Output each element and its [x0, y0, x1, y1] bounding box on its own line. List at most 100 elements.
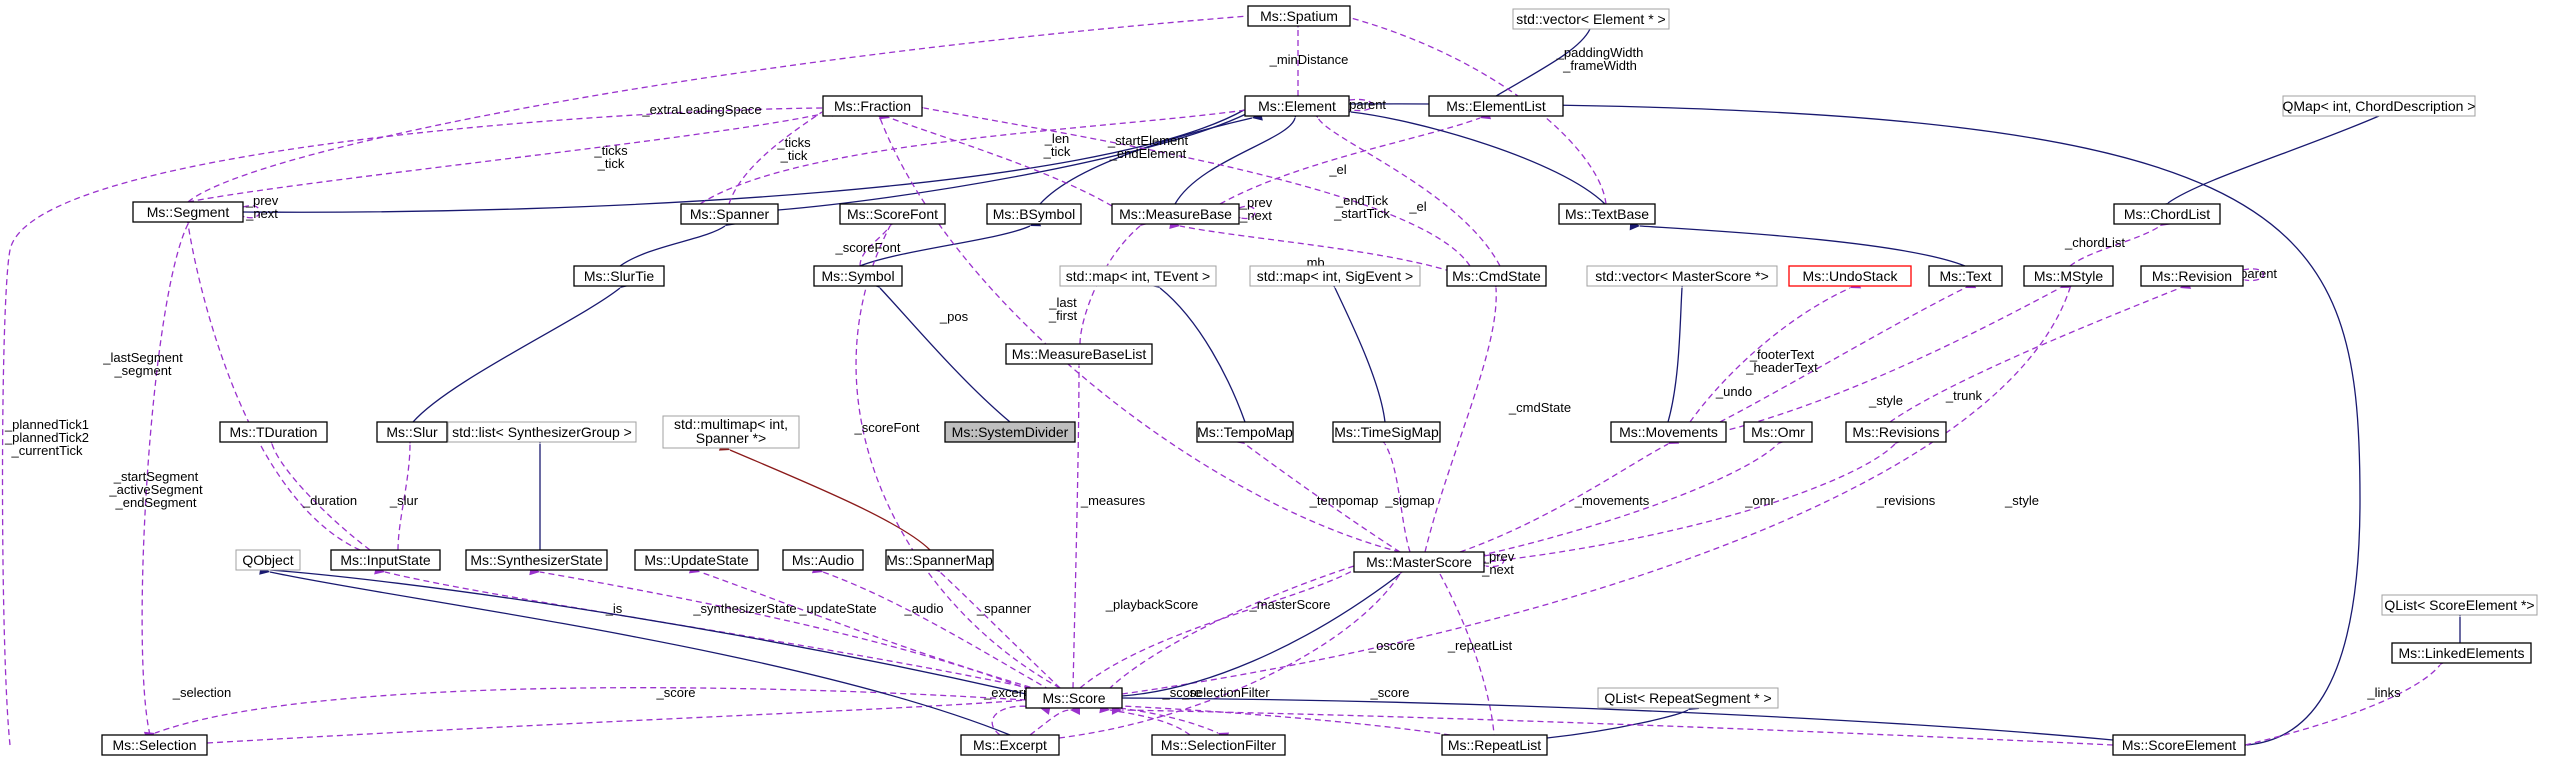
- edge-bsymbolToElement: [1039, 110, 1263, 205]
- node-undoStack[interactable]: Ms::UndoStack: [1788, 265, 1912, 287]
- edge-label: _prev: [1481, 549, 1515, 564]
- node-fraction[interactable]: Ms::Fraction: [822, 95, 923, 117]
- node-element[interactable]: Ms::Element: [1244, 95, 1350, 117]
- edge-updateState: [688, 563, 1041, 691]
- edge-cmdState: [1424, 277, 1501, 553]
- node-label: std::map< int, TEvent >: [1066, 268, 1210, 284]
- node-systemDivider[interactable]: Ms::SystemDivider: [944, 421, 1076, 443]
- edge-label: _currentTick: [10, 443, 83, 458]
- node-box: [1558, 203, 1656, 225]
- node-qmapChord[interactable]: QMap< int, ChordDescription >: [2282, 95, 2476, 117]
- node-vecMasterScore[interactable]: std::vector< MasterScore *>: [1586, 265, 1778, 287]
- node-label: Ms::Score: [1042, 690, 1105, 706]
- node-box: [465, 549, 608, 571]
- edge-line: [859, 217, 1042, 267]
- node-mapSigEvent[interactable]: std::map< int, SigEvent >: [1249, 265, 1421, 287]
- edge-partScore: [1029, 704, 1081, 736]
- node-tduration[interactable]: Ms::TDuration: [219, 421, 328, 443]
- node-score[interactable]: Ms::Score: [1025, 687, 1123, 709]
- edge-line: [2156, 115, 2380, 213]
- node-linkedElements[interactable]: Ms::LinkedElements: [2391, 642, 2532, 664]
- node-spanner[interactable]: Ms::Spanner: [680, 203, 779, 225]
- edge-audio: [811, 563, 1051, 691]
- edge-label: _slur: [389, 493, 419, 508]
- node-excerpt[interactable]: Ms::Excerpt: [960, 734, 1060, 756]
- node-multimap[interactable]: std::multimap< int,Spanner *>: [662, 415, 800, 449]
- node-cmdState[interactable]: Ms::CmdState: [1446, 265, 1547, 287]
- node-label: Spanner *>: [696, 430, 766, 446]
- node-box: [1512, 8, 1670, 30]
- node-box: [1005, 343, 1153, 365]
- node-measureBase[interactable]: Ms::MeasureBase: [1111, 203, 1240, 225]
- node-slur[interactable]: Ms::Slur: [376, 421, 448, 443]
- node-updateState[interactable]: Ms::UpdateState: [634, 549, 759, 571]
- edge-movStyle: [1719, 278, 2072, 433]
- edge-footer: [1719, 279, 1977, 423]
- edge-line: [143, 687, 1027, 742]
- node-mstyle[interactable]: Ms::MStyle: [2023, 265, 2114, 287]
- edge-el1: [1219, 109, 1492, 205]
- node-box: [782, 549, 864, 571]
- edge-movToVec: [1667, 277, 1688, 423]
- node-bsymbol[interactable]: Ms::BSymbol: [986, 203, 1082, 225]
- node-qlistRepeat[interactable]: QList< RepeatSegment * >: [1597, 687, 1779, 709]
- edge-label: _el: [1408, 199, 1426, 214]
- node-box: [1196, 421, 1294, 443]
- node-synthState[interactable]: Ms::SynthesizerState: [465, 549, 608, 571]
- node-inputState[interactable]: Ms::InputState: [330, 549, 441, 571]
- node-masterScore[interactable]: Ms::MasterScore: [1353, 551, 1485, 573]
- edge-line: [2234, 268, 2264, 284]
- node-mapTEvent[interactable]: std::map< int, TEvent >: [1059, 265, 1217, 287]
- node-segment[interactable]: Ms::Segment: [132, 201, 244, 223]
- edge-labels-layer: _minDistance_parent_paddingWidth_frameWi…: [4, 45, 2401, 700]
- node-timeSigMap[interactable]: Ms::TimeSigMap: [1332, 421, 1441, 443]
- node-label: Ms::SystemDivider: [952, 424, 1069, 440]
- node-tempoMap[interactable]: Ms::TempoMap: [1196, 421, 1294, 443]
- edge-line: [869, 277, 1011, 423]
- node-box: [885, 549, 994, 571]
- node-vecElement[interactable]: std::vector< Element * >: [1512, 8, 1670, 30]
- node-listSynth[interactable]: std::list< SynthesizerGroup >: [447, 421, 637, 443]
- node-scoreElement[interactable]: Ms::ScoreElement: [2112, 734, 2246, 756]
- edge-line: [259, 564, 1027, 695]
- edge-line: [187, 107, 833, 203]
- edge-spannerMapToMM: [718, 441, 931, 551]
- node-audio[interactable]: Ms::Audio: [782, 549, 864, 571]
- edge-line: [1119, 707, 1230, 742]
- node-movements[interactable]: Ms::Movements: [1610, 421, 1727, 443]
- node-slurTie[interactable]: Ms::SlurTie: [573, 265, 665, 287]
- node-elementList[interactable]: Ms::ElementList: [1428, 95, 1564, 117]
- edge-synthState: [529, 565, 1031, 691]
- node-selectionFilter[interactable]: Ms::SelectionFilter: [1151, 734, 1286, 756]
- edge-mbPrevNext: [1230, 205, 1256, 221]
- node-revision[interactable]: Ms::Revision: [2140, 265, 2244, 287]
- node-box: [2140, 265, 2244, 287]
- edge-label: _tick: [597, 156, 625, 171]
- node-spatium[interactable]: Ms::Spatium: [1247, 5, 1351, 27]
- node-omr[interactable]: Ms::Omr: [1743, 421, 1813, 443]
- node-revisions[interactable]: Ms::Revisions: [1845, 421, 1947, 443]
- node-textBase[interactable]: Ms::TextBase: [1558, 203, 1656, 225]
- node-symbol[interactable]: Ms::Symbol: [813, 265, 903, 287]
- node-qobject[interactable]: QObject: [235, 549, 301, 571]
- node-qlistScoreElem[interactable]: QList< ScoreElement *>: [2381, 594, 2538, 616]
- node-spannerMap[interactable]: Ms::SpannerMap: [885, 549, 994, 571]
- node-box: [839, 203, 946, 225]
- edge-elemParent: [1340, 98, 1373, 114]
- edges-layer: [1, 10, 2465, 751]
- node-selection[interactable]: Ms::Selection: [101, 734, 208, 756]
- node-repeatList[interactable]: Ms::RepeatList: [1441, 734, 1548, 756]
- node-scoreFont[interactable]: Ms::ScoreFont: [839, 203, 946, 225]
- edge-label: _footerText: [1749, 347, 1815, 362]
- node-box: [944, 421, 1076, 443]
- edge-label: _next: [245, 206, 278, 221]
- edge-scoreStyle: [1121, 276, 2078, 695]
- edge-line: [777, 105, 1258, 211]
- node-box: [634, 549, 759, 571]
- edge-trunk: [1889, 279, 2192, 423]
- node-text[interactable]: Ms::Text: [1928, 265, 2003, 287]
- node-measureBaseList[interactable]: Ms::MeasureBaseList: [1005, 343, 1153, 365]
- node-chordList[interactable]: Ms::ChordList: [2113, 203, 2221, 225]
- edge-label: _repeatList: [1447, 638, 1513, 653]
